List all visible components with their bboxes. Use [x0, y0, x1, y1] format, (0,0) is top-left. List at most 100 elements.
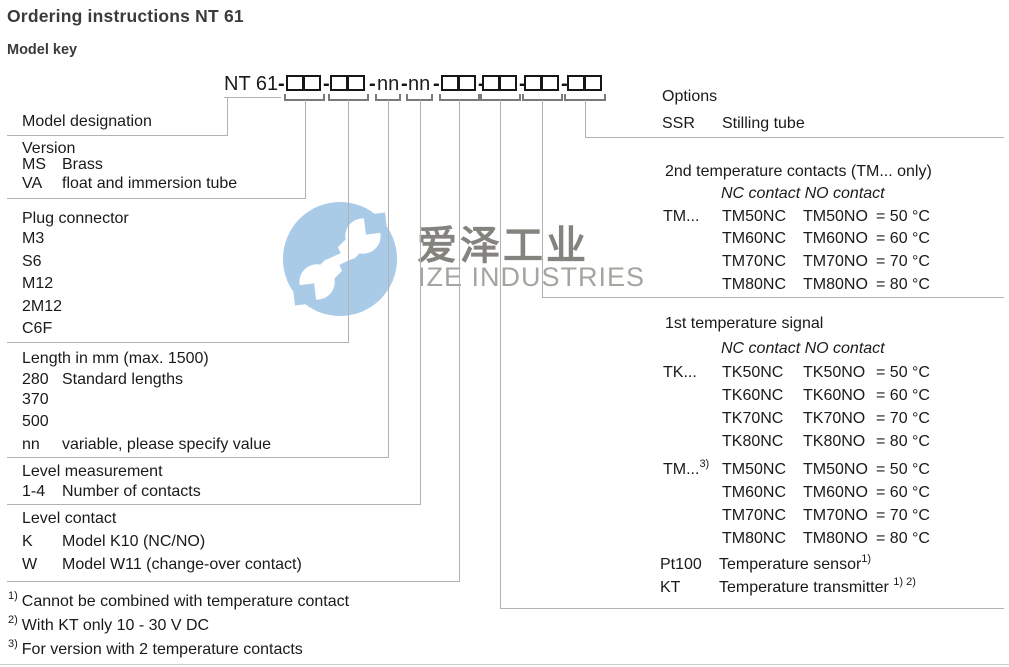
connector-line — [585, 137, 1004, 138]
label-options-title: Options — [662, 88, 718, 105]
model-code-prefix: NT 61 — [224, 73, 279, 95]
item-code: SSR — [662, 115, 695, 132]
kt-row: KT Temperature transmitter 1) 2) — [660, 575, 916, 597]
code-segment-length: nn — [377, 73, 400, 95]
item-code: 1-4 — [22, 483, 46, 500]
label-second-temp-title: 2nd temperature contacts (TM... only) — [665, 163, 932, 180]
connector-line — [420, 100, 421, 504]
connector-line — [542, 100, 543, 297]
item-desc: Model K10 (NC/NO) — [62, 533, 206, 550]
code-box — [458, 75, 476, 91]
label-level-contact-title: Level contact — [22, 510, 117, 527]
code-segment-version — [286, 75, 321, 91]
connector-line — [7, 504, 421, 505]
level-contact-item: K Model K10 (NC/NO) — [22, 532, 205, 551]
code-segment-options — [567, 75, 602, 91]
connector-line — [585, 100, 586, 137]
item-desc: Brass — [62, 156, 103, 173]
options-item: SSR Stilling tube — [662, 114, 805, 133]
code-box — [286, 75, 304, 91]
connector-line — [305, 100, 306, 198]
item-desc: Temperature transmitter 1) 2) — [719, 575, 916, 596]
code-dash: - — [519, 73, 526, 95]
watermark-logo-icon — [281, 200, 399, 323]
code-segment-first-temp — [482, 75, 517, 91]
label-version-title: Version — [22, 140, 76, 157]
connector-line — [227, 98, 228, 135]
code-dash: - — [323, 73, 330, 95]
plug-item: S6 — [22, 253, 42, 270]
first-temp-col-header: NC contact NO contact — [721, 340, 885, 357]
series-label: TK... — [663, 364, 697, 381]
item-desc: Model W11 (change-over contact) — [62, 556, 302, 573]
connector-line — [500, 608, 1004, 609]
code-dash: - — [369, 73, 376, 95]
pt100-row: Pt100 Temperature sensor1) — [660, 552, 872, 574]
watermark-cn-text: 爱泽工业 — [417, 224, 589, 268]
section-title: Model key — [7, 42, 78, 58]
label-length-title: Length in mm (max. 1500) — [22, 350, 209, 367]
code-box — [482, 75, 500, 91]
item-desc: Standard lengths — [62, 371, 183, 388]
connector-line — [7, 198, 306, 199]
code-box — [524, 75, 542, 91]
code-underline-prefix — [224, 97, 281, 98]
footnote: 2)With KT only 10 - 30 V DC — [8, 613, 210, 634]
length-item: 370 — [22, 390, 62, 409]
item-code: VA — [22, 175, 43, 192]
connector-line — [7, 342, 349, 343]
level-measurement-item: 1-4 Number of contacts — [22, 482, 201, 501]
label-model-designation: Model designation — [22, 113, 152, 130]
label-level-measurement-title: Level measurement — [22, 463, 163, 480]
code-dash: - — [433, 73, 440, 95]
plug-item: M12 — [22, 275, 54, 292]
connector-line — [542, 297, 1004, 298]
length-item: 500 — [22, 412, 62, 431]
item-code: nn — [22, 436, 40, 453]
connector-line — [348, 100, 349, 342]
code-box — [347, 75, 365, 91]
version-item: VA float and immersion tube — [22, 174, 237, 193]
plug-item: C6F — [22, 320, 53, 337]
footnote: 1)Cannot be combined with temperature co… — [8, 589, 350, 610]
item-code: 500 — [22, 413, 49, 430]
item-desc: Temperature sensor1) — [719, 552, 872, 573]
code-segment-level-contact — [441, 75, 476, 91]
code-box — [499, 75, 517, 91]
connector-line — [7, 581, 460, 582]
item-code: KT — [660, 579, 681, 596]
item-desc: Stilling tube — [722, 115, 805, 132]
code-box — [541, 75, 559, 91]
code-segment-second-temp — [524, 75, 559, 91]
item-code: K — [22, 533, 33, 550]
code-box — [303, 75, 321, 91]
footnote: 3)For version with 2 temperature contact… — [8, 637, 303, 658]
connector-line — [7, 135, 228, 136]
code-dash: - — [561, 73, 568, 95]
item-desc: float and immersion tube — [62, 175, 238, 192]
plug-item: M3 — [22, 230, 45, 247]
code-bracket — [284, 94, 325, 101]
code-dash: - — [278, 73, 285, 95]
code-box — [584, 75, 602, 91]
page-title: Ordering instructions NT 61 — [7, 6, 244, 26]
watermark-en-text: IZE INDUSTRIES — [418, 262, 646, 292]
connector-line — [7, 457, 389, 458]
plug-item: 2M12 — [22, 298, 63, 315]
item-desc: Number of contacts — [62, 483, 201, 500]
code-box — [330, 75, 348, 91]
item-code: Pt100 — [660, 556, 702, 573]
